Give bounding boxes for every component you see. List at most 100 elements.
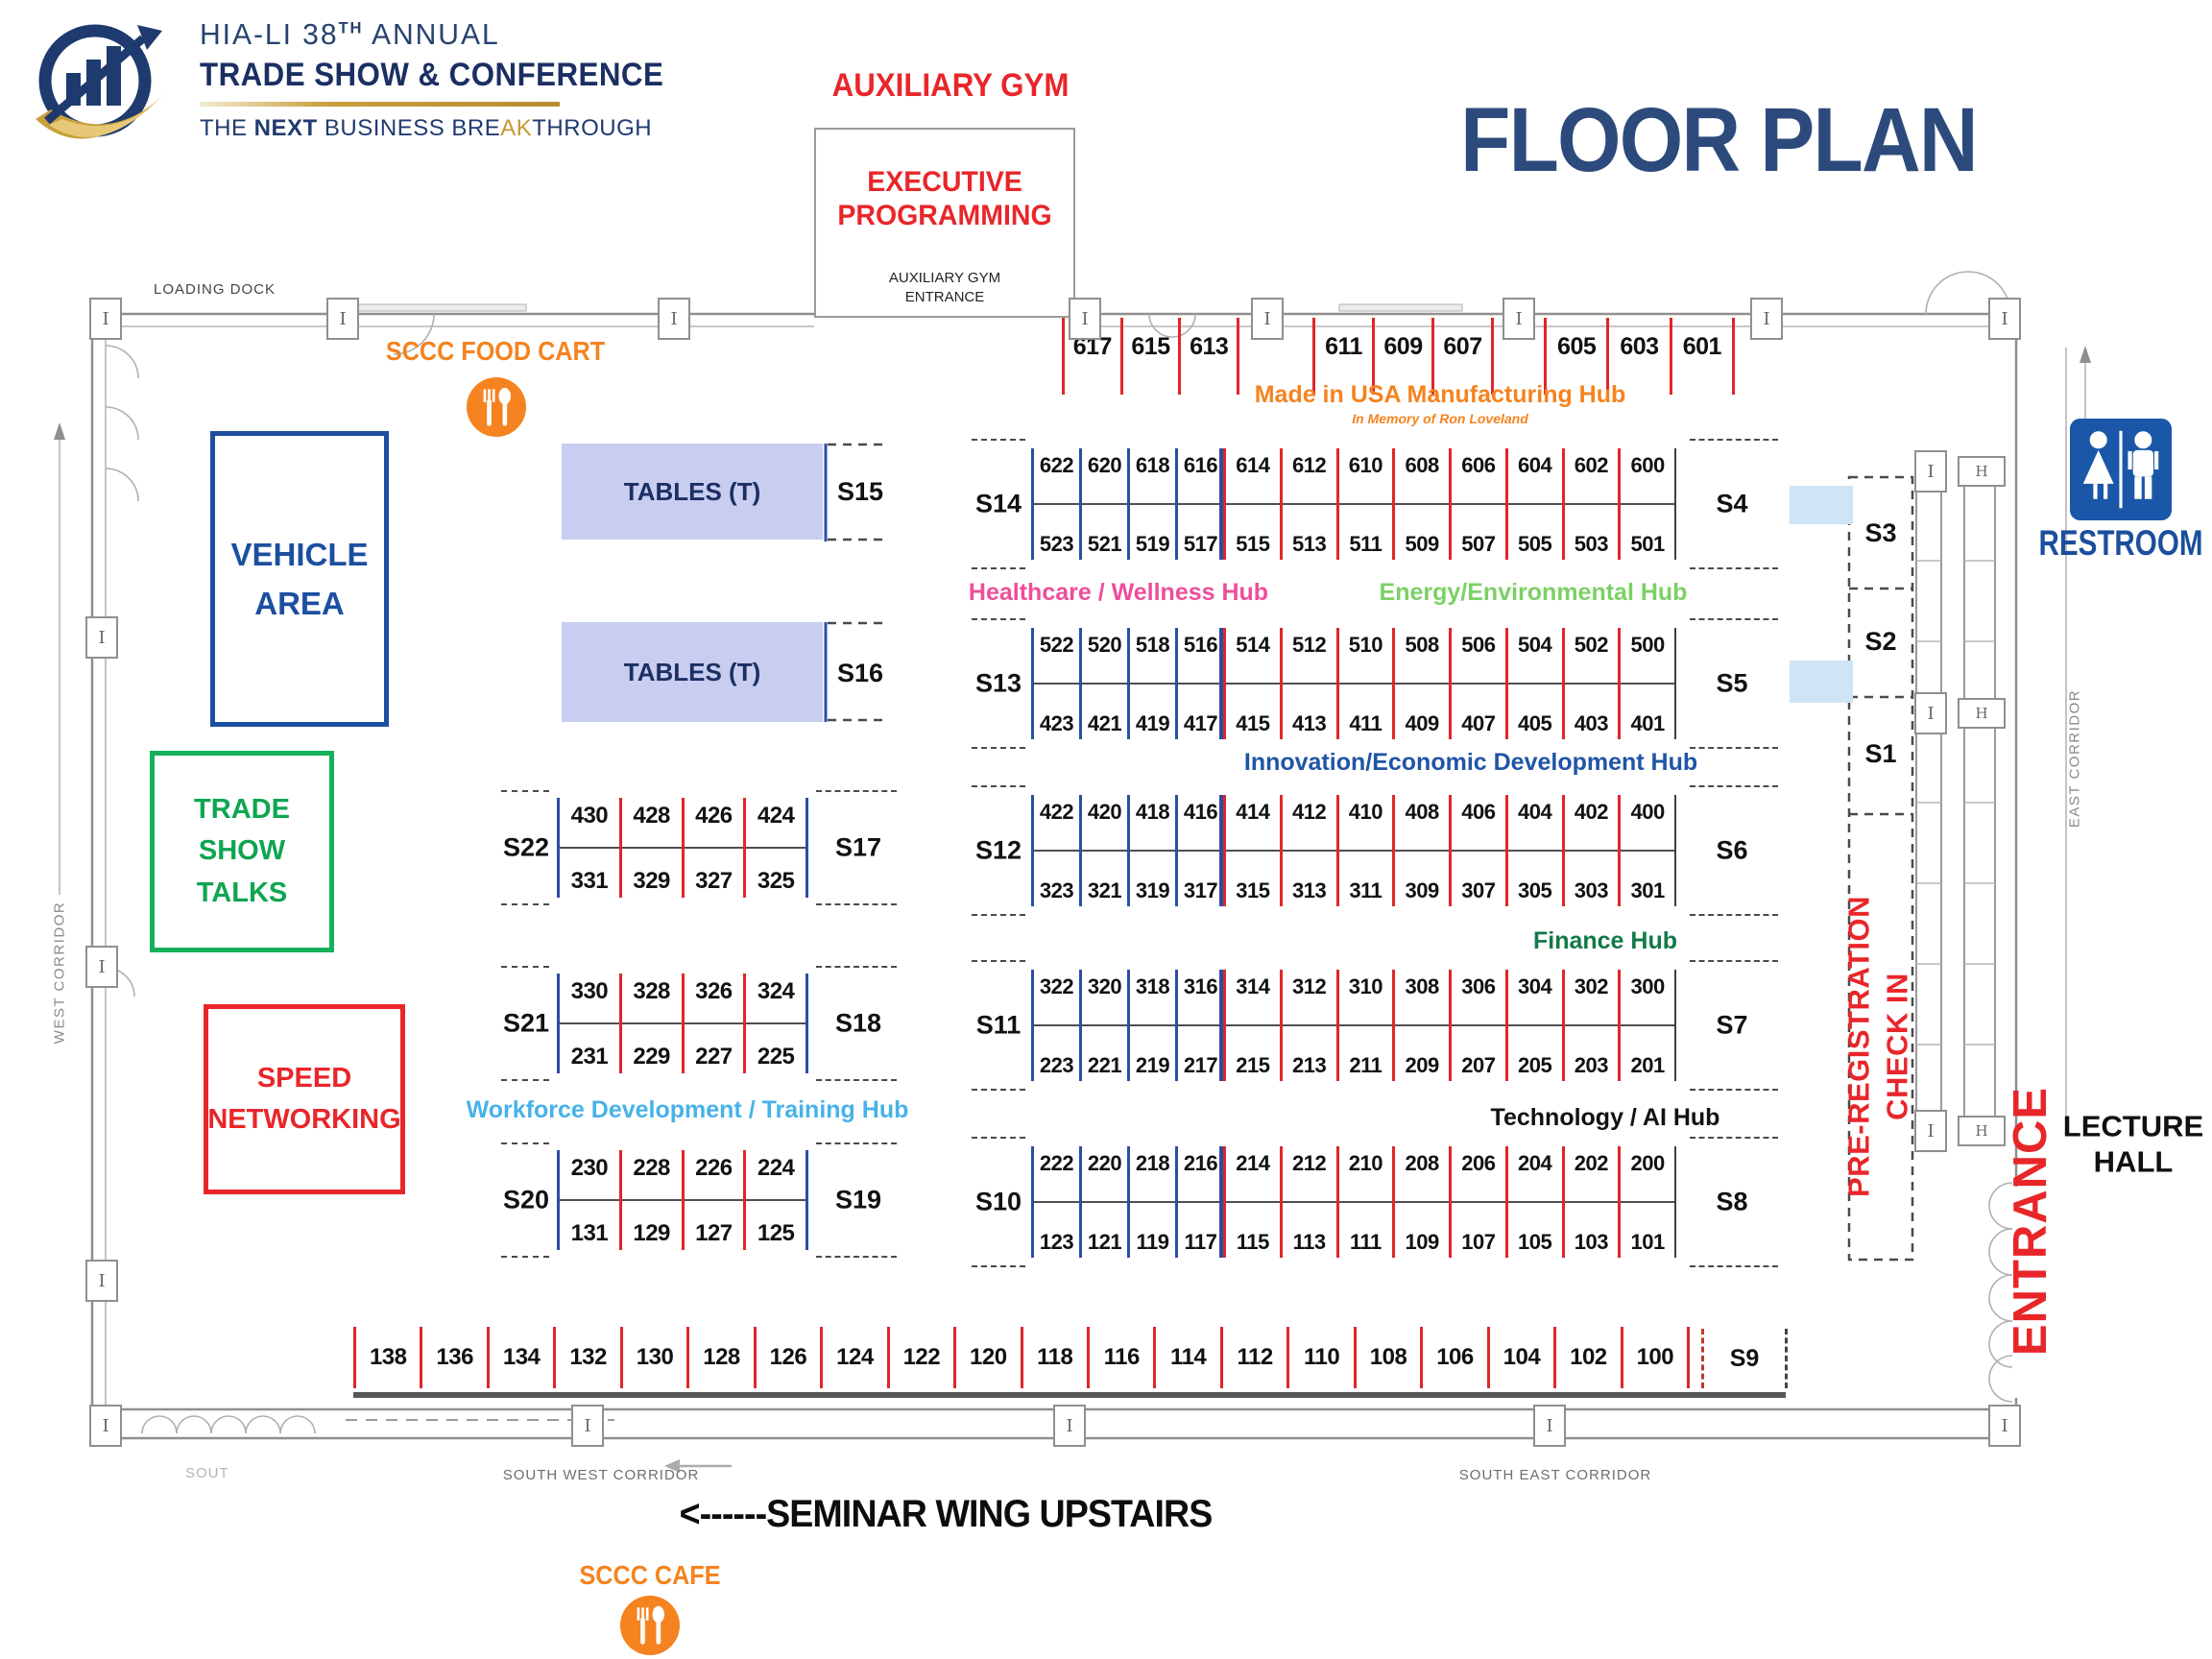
booth-s16: S16	[837, 659, 884, 687]
booth-130: 130	[619, 1327, 686, 1388]
small-left-arrow-icon	[664, 1459, 680, 1473]
booth-114: 114	[1153, 1327, 1219, 1388]
booth-s9: S9	[1701, 1329, 1788, 1388]
column-icon: I	[1914, 1110, 1947, 1152]
booth-126: 126	[753, 1327, 820, 1388]
column-icon: H	[1958, 1116, 2006, 1146]
row-label-s18: S18	[834, 1008, 882, 1038]
row-label-s21: S21	[502, 1008, 550, 1038]
hub-workforce-training: Workforce Development / Training Hub	[466, 1096, 909, 1123]
row-label-s22: S22	[502, 832, 550, 862]
hub-made-in-usa: Made in USA Manufacturing Hub In Memory …	[1254, 381, 1626, 426]
column-icon: I	[89, 1405, 122, 1447]
booth-112: 112	[1219, 1327, 1286, 1388]
auxiliary-gym-label: AUXILIARY GYM	[831, 67, 1070, 104]
booth-s15: S15	[837, 477, 884, 506]
booth-110: 110	[1286, 1327, 1353, 1388]
booth-116: 116	[1086, 1327, 1153, 1388]
column-icon: I	[85, 1260, 118, 1302]
column-icon: I	[1251, 298, 1284, 340]
page-title: FLOOR PLAN	[1460, 89, 1979, 191]
booth-605: 605	[1544, 318, 1606, 395]
lecture-hall-label: LECTURE HALL	[2062, 1109, 2204, 1178]
row-label-s5: S5	[1716, 668, 1748, 698]
hub-energy-environmental: Energy/Environmental Hub	[1379, 579, 1688, 606]
column-icon: I	[326, 298, 359, 340]
booth-607: 607	[1431, 318, 1491, 395]
booth-132: 132	[553, 1327, 619, 1388]
column-icon: I	[1914, 450, 1947, 493]
south-west-corridor-label: SOUTH WEST CORRIDOR	[502, 1467, 700, 1483]
column-icon: I	[658, 298, 690, 340]
column-icon: I	[571, 1405, 604, 1447]
row-label-s7: S7	[1716, 1010, 1748, 1040]
restroom-icon	[2070, 419, 2172, 520]
food-cart-icon	[467, 377, 526, 437]
logo-line1: HIA-LI 38TH ANNUAL	[200, 17, 500, 51]
booth-611: 611	[1312, 318, 1372, 395]
column-icon: I	[85, 616, 118, 659]
booth-102: 102	[1553, 1327, 1620, 1388]
hub-healthcare-wellness: Healthcare / Wellness Hub	[968, 579, 1269, 606]
logo-divider	[200, 102, 560, 107]
booth-s3: S3	[1864, 518, 1897, 547]
column-icon: I	[85, 946, 118, 988]
row-label-s17: S17	[834, 832, 882, 862]
entrance-label: ENTRANCE	[2005, 1086, 2056, 1357]
tables-area-2: TABLES (T)	[562, 622, 823, 722]
row-label-s8: S8	[1716, 1187, 1748, 1216]
column-icon: I	[1750, 298, 1783, 340]
sccc-food-cart-label: SCCC FOOD CART	[385, 336, 606, 366]
row-label-s10: S10	[974, 1187, 1022, 1216]
east-corridor-label: EAST CORRIDOR	[2066, 688, 2083, 829]
west-corridor-label: WEST CORRIDOR	[51, 901, 68, 1045]
booth-124: 124	[820, 1327, 886, 1388]
hia-li-logo-icon	[36, 24, 166, 139]
pre-registration-check-in-label: PRE-REGISTRATION CHECK IN	[1841, 896, 1914, 1197]
booth-s2: S2	[1864, 627, 1897, 656]
hub-finance: Finance Hub	[1532, 927, 1678, 954]
